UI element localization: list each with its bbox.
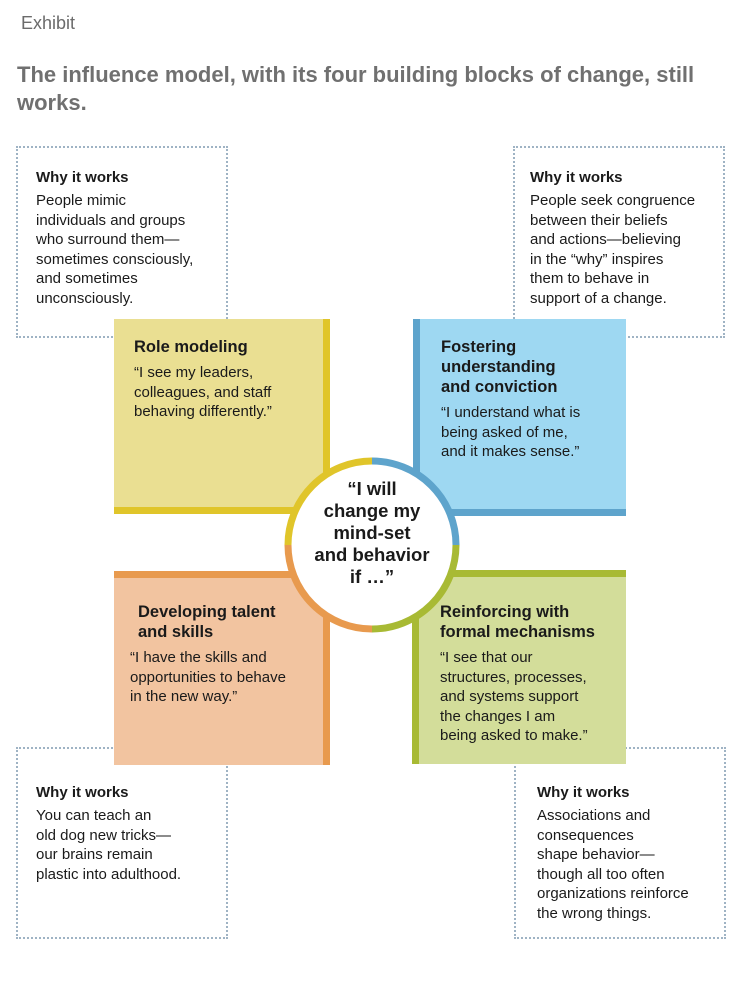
- why-title: Why it works: [530, 169, 623, 186]
- why-text: You can teach an old dog new tricks— our…: [36, 807, 182, 883]
- ring-segment-yellow: [284, 457, 373, 546]
- block-role-modeling: Role modeling “I see my leaders, colleag…: [114, 319, 330, 514]
- why-box-bottom-left: Why it works You can teach an old dog ne…: [16, 747, 228, 939]
- why-box-top-left: Why it works People mimic individuals an…: [16, 146, 228, 338]
- why-box-top-right: Why it works People seek congruence betw…: [513, 146, 725, 338]
- block-quote: “I see my leaders, colleagues, and staff…: [134, 364, 272, 420]
- ring-segment-blue: [371, 457, 460, 546]
- ring-segment-green: [371, 544, 460, 633]
- center-text: “I will change my mind-set and behavior …: [314, 478, 430, 587]
- why-title: Why it works: [36, 169, 129, 186]
- block-title: Role modeling: [134, 338, 248, 356]
- block-title: Developing talent and skills: [138, 603, 276, 641]
- why-text: People seek congruence between their bel…: [530, 192, 696, 307]
- block-developing: Developing talent and skills “I have the…: [114, 571, 330, 765]
- why-box-bottom-right: Why it works Associations and consequenc…: [514, 747, 726, 939]
- block-title: Fostering understanding and conviction: [441, 338, 558, 396]
- ring-segment-orange: [284, 544, 373, 633]
- block-title: Reinforcing with formal mechanisms: [440, 603, 595, 641]
- block-quote: “I see that our structures, processes, a…: [440, 649, 588, 744]
- block-fostering: Fostering understanding and conviction “…: [413, 319, 626, 516]
- center-circle: [284, 457, 460, 633]
- block-reinforcing: Reinforcing with formal mechanisms “I se…: [412, 570, 626, 764]
- why-text: People mimic individuals and groups who …: [36, 192, 194, 307]
- why-title: Why it works: [36, 784, 129, 801]
- why-title: Why it works: [537, 784, 630, 801]
- exhibit-label: Exhibit: [21, 13, 76, 33]
- block-quote: “I have the skills and opportunities to …: [130, 649, 286, 705]
- why-text: Associations and consequences shape beha…: [537, 807, 689, 922]
- center-circle-fill: [288, 461, 456, 629]
- page-title: The influence model, with its four build…: [17, 62, 695, 115]
- block-quote: “I understand what is being asked of me,…: [441, 404, 581, 460]
